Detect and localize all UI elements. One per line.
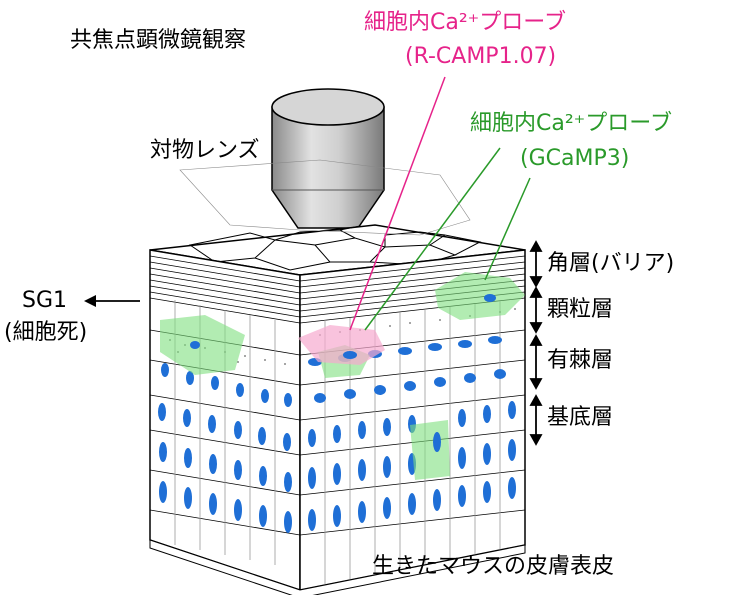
sg1-label: SG1 — [22, 288, 68, 313]
rcamp-fluorescence — [298, 325, 385, 365]
layer-brackets — [529, 240, 543, 446]
green-probe-label-1: 細胞内Ca²⁺プローブ — [470, 111, 672, 136]
layer-granular-label: 顆粒層 — [547, 297, 614, 322]
layer-cornified-label: 角層(バリア) — [547, 251, 675, 276]
leader-lines — [349, 76, 531, 331]
sg1-arrow — [84, 295, 140, 307]
layer-spinous-label: 有棘層 — [547, 348, 614, 373]
dermis-base — [149, 539, 526, 595]
objective-label: 対物レンズ — [150, 138, 260, 163]
layer-basal-label: 基底層 — [547, 405, 614, 430]
bottom-caption: 生きたマウスの皮膚表皮 — [372, 554, 615, 579]
pink-probe-label-1: 細胞内Ca²⁺プローブ — [364, 10, 566, 35]
sg1-sub-label: (細胞死) — [4, 320, 88, 345]
green-probe-label-2: (GCaMP3) — [520, 146, 630, 171]
skin-front-face — [149, 249, 301, 592]
confocal-label: 共焦点顕微鏡観察 — [70, 28, 247, 53]
objective-lens — [271, 88, 385, 229]
pink-probe-label-2: (R-CAMP1.07) — [405, 44, 557, 69]
